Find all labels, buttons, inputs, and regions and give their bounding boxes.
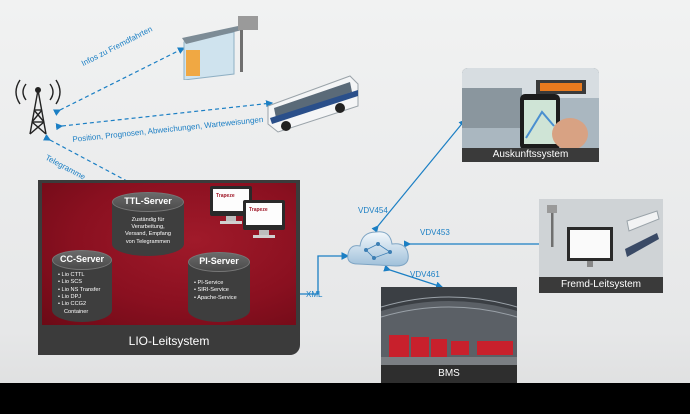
ttl-server: TTL-Server Zuständig für Verarbeitung, V… <box>112 192 184 256</box>
fremd-leitsystem-panel: Fremd-Leitsystem <box>539 199 663 293</box>
ttl-desc-line: von Telegrammen <box>125 238 171 245</box>
bms-label: BMS <box>381 365 517 383</box>
label-vdv461: VDV461 <box>410 270 440 279</box>
cc-server-items: Lio CTTL Lio SCS Lio NS Transfer Lio DPJ… <box>58 272 101 308</box>
bms-panel: BMS <box>381 287 517 383</box>
label-vdv454: VDV454 <box>358 206 388 215</box>
cc-server-item: Lio DPJ <box>58 294 100 301</box>
ttl-server-description: Zuständig für Verarbeitung, Versand, Emp… <box>112 217 184 246</box>
pi-server-item: SIRI-Service <box>194 287 237 294</box>
ttl-desc-line: Zuständig für <box>131 217 165 223</box>
pi-server-item: PI-Service <box>194 280 237 287</box>
auskunftssystem-label: Auskunftssystem <box>462 148 599 162</box>
link-position <box>55 100 274 131</box>
ttl-desc-line: Versand, Empfang <box>124 231 172 238</box>
pi-server-items: PI-Service SIRI-Service Apache-Service <box>194 280 237 302</box>
pi-server: PI-Server PI-Service SIRI-Service Apache… <box>188 252 250 322</box>
radio-tower-icon <box>15 79 61 135</box>
cc-server: CC-Server Lio CTTL Lio SCS Lio NS Transf… <box>52 250 112 322</box>
pi-server-item: Apache-Service <box>194 295 237 302</box>
ttl-server-title: TTL-Server <box>124 196 172 206</box>
cc-server-item: Lio SCS <box>58 279 100 286</box>
trapeze-logo: Trapeze <box>249 207 268 213</box>
bus-depot-image <box>381 287 517 365</box>
cloud-icon <box>347 231 409 267</box>
bottom-black-bar <box>0 383 690 414</box>
fremd-leitsystem-image <box>539 199 663 277</box>
pi-server-title: PI-Server <box>199 256 239 266</box>
ttl-desc-line: Verarbeitung, <box>131 224 165 231</box>
cc-server-title: CC-Server <box>59 254 105 264</box>
smartphone-app-image <box>462 68 599 150</box>
link-vdv454 <box>371 119 466 233</box>
lio-system-label: LIO-Leitsystem <box>128 334 210 348</box>
link-infos <box>53 47 186 116</box>
auskunftssystem-panel: Auskunftssystem <box>462 68 599 162</box>
cc-server-item: Lio CTTL <box>58 272 100 279</box>
fremd-leitsystem-label: Fremd-Leitsystem <box>539 277 663 293</box>
link-vdv461 <box>383 264 444 289</box>
cc-server-item: Lio NS Transfer <box>58 287 101 294</box>
workstation-monitor: Trapeze <box>243 200 285 238</box>
cc-server-item: Lio CCG2 <box>58 301 100 308</box>
label-xml: XML <box>306 290 323 299</box>
bus-stop-icon <box>182 16 258 80</box>
label-vdv453: VDV453 <box>420 228 450 237</box>
bus-icon <box>267 75 359 133</box>
cc-server-item-container: Container <box>64 309 89 315</box>
trapeze-logo: Trapeze <box>216 193 235 199</box>
